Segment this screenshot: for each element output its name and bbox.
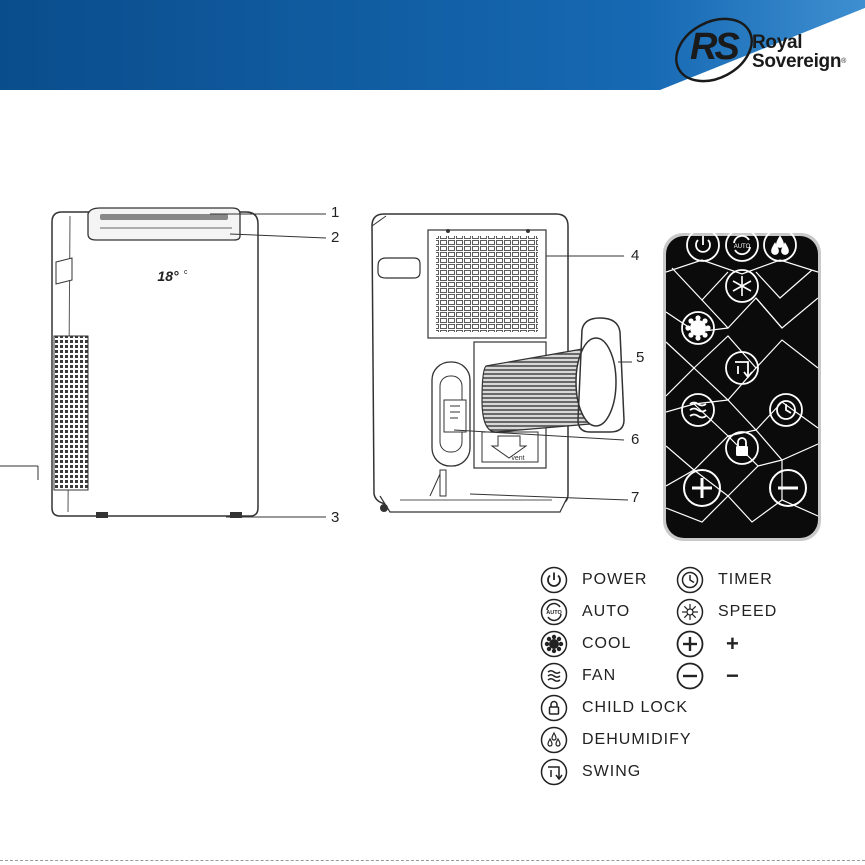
power-icon bbox=[540, 566, 568, 594]
legend-label: SWING bbox=[582, 763, 641, 781]
legend-label: − bbox=[726, 663, 740, 689]
minus-icon bbox=[676, 662, 704, 690]
legend-item-plus: + bbox=[676, 630, 740, 658]
legend-label: SPEED bbox=[718, 603, 777, 621]
unit-rear-view bbox=[372, 214, 624, 512]
page-edge-dashes bbox=[0, 860, 865, 862]
legend-label: DEHUMIDIFY bbox=[582, 731, 692, 749]
child-lock-icon bbox=[540, 694, 568, 722]
callout-7: 7 bbox=[631, 490, 639, 506]
auto-icon-text: AUTO bbox=[546, 610, 562, 616]
callout-3: 3 bbox=[331, 510, 339, 526]
legend-item-minus: − bbox=[676, 662, 740, 690]
swing-icon bbox=[540, 758, 568, 786]
legend-item-cool: COOL bbox=[540, 630, 631, 658]
legend-label: AUTO bbox=[582, 603, 630, 621]
legend-item-dehumidify: DEHUMIDIFY bbox=[540, 726, 692, 754]
legend-label: TIMER bbox=[718, 571, 773, 589]
legend-item-auto: AUTO AUTO bbox=[540, 598, 630, 626]
legend-item-child-lock: CHILD LOCK bbox=[540, 694, 688, 722]
legend-item-fan: FAN bbox=[540, 662, 616, 690]
legend-label: + bbox=[726, 631, 740, 657]
logo-name-line1: Royal bbox=[752, 33, 802, 53]
legend-label: COOL bbox=[582, 635, 631, 653]
callout-6: 6 bbox=[631, 432, 639, 448]
brand-logo: RS Royal Sovereign® bbox=[672, 12, 862, 86]
legend-label: POWER bbox=[582, 571, 647, 589]
auto-icon: AUTO bbox=[540, 598, 568, 626]
remote-auto-text: AUTO bbox=[734, 244, 751, 250]
timer-icon bbox=[676, 566, 704, 594]
cool-icon bbox=[540, 630, 568, 658]
plus-icon bbox=[676, 630, 704, 658]
legend-item-power: POWER bbox=[540, 566, 647, 594]
callout-1: 1 bbox=[331, 205, 339, 221]
legend-item-speed: SPEED bbox=[676, 598, 777, 626]
vent-label: vent bbox=[511, 455, 524, 462]
legend-item-swing: SWING bbox=[540, 758, 641, 786]
unit-front-view bbox=[52, 208, 258, 518]
callout-5: 5 bbox=[636, 350, 644, 366]
button-legend: POWER AUTO AUTO COOL bbox=[540, 566, 800, 791]
logo-name-line2: Sovereign® bbox=[752, 52, 846, 72]
speed-icon bbox=[676, 598, 704, 626]
remote-control: AUTO bbox=[662, 232, 822, 542]
callout-4: 4 bbox=[631, 248, 639, 264]
remote-speed-button[interactable] bbox=[682, 312, 714, 344]
legend-label: FAN bbox=[582, 667, 616, 685]
unit-temperature-display: 18° bbox=[157, 268, 179, 284]
fan-icon bbox=[540, 662, 568, 690]
legend-item-timer: TIMER bbox=[676, 566, 773, 594]
callout-2: 2 bbox=[331, 230, 339, 246]
legend-label: CHILD LOCK bbox=[582, 699, 688, 717]
logo-letters: RS bbox=[690, 27, 737, 67]
unit-temperature-unit: c bbox=[184, 269, 188, 276]
dehumidify-icon bbox=[540, 726, 568, 754]
